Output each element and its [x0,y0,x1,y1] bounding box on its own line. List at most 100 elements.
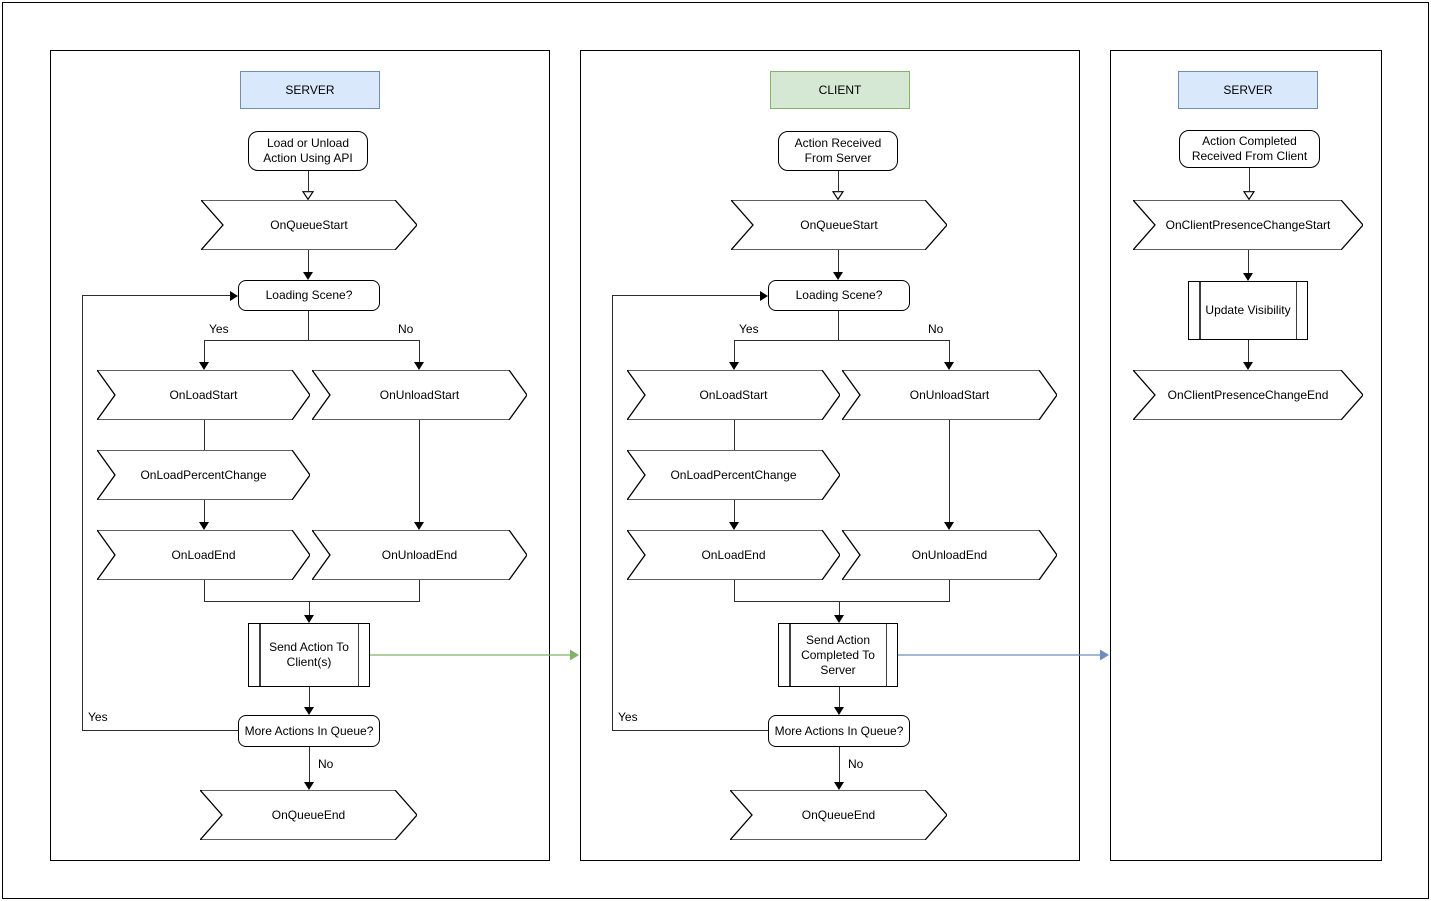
node-send-action-completed-to-server: Send Action Completed To Server [778,623,898,687]
connector [82,730,238,732]
edge-label-yes: Yes [207,322,231,336]
connector [839,687,841,707]
connector [204,500,206,522]
connector [82,295,230,297]
connector [838,171,840,191]
arrowhead-icon [729,522,739,530]
node-onloadpercentchange: OnLoadPercentChange [627,450,840,500]
connector [838,311,840,340]
node-onqueuestart: OnQueueStart [201,200,417,250]
connector [419,580,421,602]
arrowhead-icon [944,522,954,530]
connector [734,340,736,362]
connector [734,601,950,603]
connector [419,340,421,362]
connector [308,311,310,340]
node-onunloadend: OnUnloadEnd [842,530,1057,580]
edge-label-no: No [316,757,336,771]
connector [612,295,760,297]
header-server-label: SERVER [285,82,335,97]
connector [734,500,736,522]
open-arrowhead-icon [832,191,844,200]
connector [839,601,841,615]
edge-label-yes-loop: Yes [616,710,640,724]
node-action-received-from-server: Action Received From Server [778,131,898,171]
connector [734,340,950,342]
connector [308,250,310,272]
node-action-completed-received: Action Completed Received From Client [1179,130,1320,168]
connector [1248,340,1250,362]
arrowhead-icon [304,782,314,790]
connector [839,747,841,782]
edge-label-no: No [926,322,946,336]
node-load-unload-action: Load or Unload Action Using API [248,131,368,171]
node-loading-scene: Loading Scene? [768,280,910,311]
arrowhead-icon [833,272,843,280]
connector [949,580,951,602]
connector [309,687,311,707]
panel-server-presence [1110,50,1382,861]
connector [1249,168,1251,191]
edge-client-to-server [898,649,1109,661]
node-update-visibility: Update Visibility [1188,281,1308,340]
arrowhead-icon [834,707,844,715]
header-client: CLIENT [770,71,910,109]
connector [82,295,84,731]
connector [612,730,768,732]
node-more-actions-in-queue: More Actions In Queue? [238,715,380,747]
arrowhead-icon [414,362,424,370]
edge-label-yes-loop: Yes [86,710,110,724]
node-onunloadstart: OnUnloadStart [312,370,527,420]
node-onqueueend: OnQueueEnd [730,790,947,840]
panel-server-queue [50,50,550,861]
panel-client-queue [580,50,1080,861]
connector [308,171,310,191]
arrowhead-icon [1243,273,1253,281]
connector [1248,250,1250,273]
header-client-label: CLIENT [818,82,862,97]
arrowhead-icon [834,615,844,623]
arrowhead-icon [414,522,424,530]
node-onunloadstart: OnUnloadStart [842,370,1057,420]
edge-label-yes: Yes [737,322,761,336]
connector [949,420,951,522]
connector [309,747,311,782]
header-server-2-label: SERVER [1223,82,1273,97]
node-onloadstart: OnLoadStart [627,370,840,420]
edge-server-to-client [370,649,579,661]
arrowhead-icon [729,362,739,370]
connector [309,601,311,615]
header-server: SERVER [240,71,380,109]
node-onunloadend: OnUnloadEnd [312,530,527,580]
node-onclientpresencechangeend: OnClientPresenceChangeEnd [1133,370,1363,420]
node-onloadpercentchange: OnLoadPercentChange [97,450,310,500]
node-more-actions-in-queue: More Actions In Queue? [768,715,910,747]
arrowhead-icon [304,615,314,623]
node-onclientpresencechangestart: OnClientPresenceChangeStart [1133,200,1363,250]
connector [734,580,736,602]
edge-label-no: No [396,322,416,336]
edge-label-no: No [846,757,866,771]
connector [204,601,420,603]
connector [204,340,420,342]
connector [838,250,840,272]
arrowhead-icon [304,707,314,715]
arrowhead-icon [834,782,844,790]
connector [612,295,614,731]
node-onqueuestart: OnQueueStart [731,200,947,250]
node-onloadend: OnLoadEnd [627,530,840,580]
connector [204,580,206,602]
node-send-action-to-clients: Send Action To Client(s) [248,623,370,687]
node-onloadstart: OnLoadStart [97,370,310,420]
connector [419,420,421,522]
arrowhead-icon [760,291,768,301]
arrowhead-icon [1243,362,1253,370]
node-onqueueend: OnQueueEnd [200,790,417,840]
node-loading-scene: Loading Scene? [238,280,380,311]
header-server-2: SERVER [1178,71,1318,109]
connector [734,420,736,450]
connector [949,340,951,362]
open-arrowhead-icon [1243,191,1255,200]
